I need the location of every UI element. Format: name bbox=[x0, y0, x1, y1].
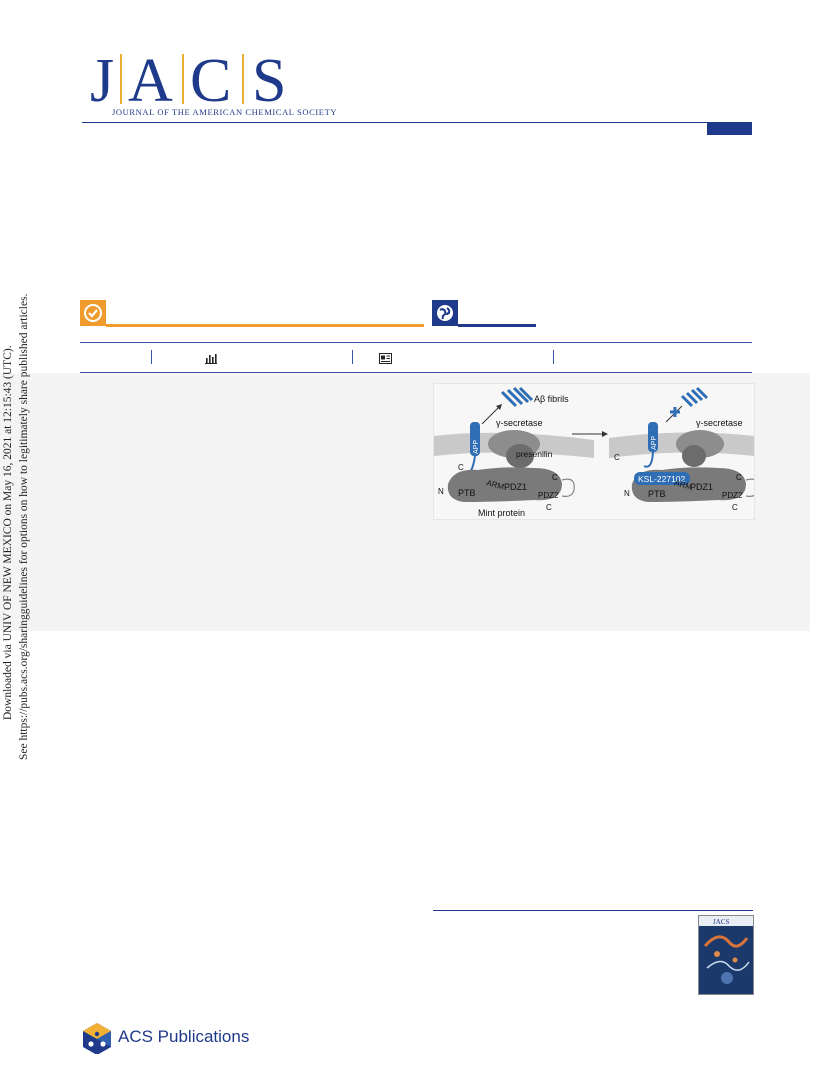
svg-text:C: C bbox=[614, 453, 620, 462]
acs-publications-logo: ACS Publications bbox=[80, 1022, 249, 1056]
secretase-label-left: γ-secretase bbox=[496, 418, 543, 428]
app-left bbox=[470, 422, 480, 456]
app-right bbox=[648, 422, 658, 452]
svg-text:APP: APP bbox=[651, 436, 658, 450]
metrics-separator bbox=[553, 350, 554, 364]
svg-text:C: C bbox=[546, 503, 552, 512]
logo-letter-j: J bbox=[90, 47, 115, 115]
logo-letter-s: S bbox=[252, 47, 287, 115]
svg-text:PDZ1: PDZ1 bbox=[690, 482, 713, 492]
inhibitor-molecule bbox=[634, 472, 690, 485]
checkmark-icon bbox=[84, 304, 102, 322]
secretase-label-right: γ-secretase bbox=[696, 418, 743, 428]
svg-text:C: C bbox=[458, 463, 464, 472]
open-access-badge bbox=[80, 300, 106, 326]
svg-text:PDZ2: PDZ2 bbox=[722, 491, 743, 500]
acs-hexagon-icon bbox=[83, 1023, 111, 1055]
bar-chart-icon[interactable] bbox=[205, 351, 217, 369]
cover-title: JACS bbox=[713, 918, 729, 926]
presenilin-label: presenilin bbox=[516, 449, 553, 459]
footer-rule bbox=[433, 910, 753, 911]
toc-graphic: Aβ fibrils γ-secretase presenilin APP C … bbox=[433, 383, 759, 520]
header-rule bbox=[82, 122, 752, 123]
logo-subtitle: JOURNAL OF THE AMERICAN CHEMICAL SOCIETY bbox=[112, 107, 338, 117]
logo-letter-a: A bbox=[128, 47, 173, 115]
journal-cover-thumbnail[interactable]: JACS bbox=[698, 915, 754, 995]
logo-letter-c: C bbox=[190, 47, 232, 115]
globe-badge bbox=[432, 300, 458, 326]
download-notice: Downloaded via UNIV OF NEW MEXICO on May… bbox=[0, 294, 40, 770]
svg-text:APP: APP bbox=[473, 440, 480, 454]
svg-text:KSL-227102: KSL-227102 bbox=[638, 474, 686, 484]
svg-text:PTB: PTB bbox=[648, 489, 666, 499]
blocked-cross-icon bbox=[670, 407, 680, 417]
badge-rule-orange bbox=[106, 324, 424, 327]
download-notice-line1: Downloaded via UNIV OF NEW MEXICO on May… bbox=[2, 345, 14, 720]
mint-protein-label: Mint protein bbox=[478, 508, 525, 518]
logo-divider bbox=[182, 54, 184, 104]
fibrils-label: Aβ fibrils bbox=[534, 394, 569, 404]
mint-protein-left bbox=[447, 467, 562, 502]
header-tab-marker bbox=[707, 123, 752, 135]
fibrils-right bbox=[680, 386, 709, 408]
article-icon[interactable] bbox=[379, 351, 392, 369]
metrics-bar-top-rule bbox=[80, 342, 752, 343]
logo-divider bbox=[120, 54, 122, 104]
svg-text:PDZ2: PDZ2 bbox=[538, 491, 559, 500]
download-notice-line2: See https://pubs.acs.org/sharingguidelin… bbox=[18, 293, 30, 760]
metrics-separator bbox=[352, 350, 353, 364]
svg-text:PTB: PTB bbox=[458, 488, 476, 498]
publisher-name: ACS Publications bbox=[118, 1027, 250, 1046]
svg-text:PDZ1: PDZ1 bbox=[504, 482, 527, 492]
badge-rule-blue bbox=[458, 324, 536, 327]
svg-text:C: C bbox=[736, 473, 742, 482]
svg-text:C: C bbox=[732, 503, 738, 512]
globe-icon bbox=[437, 305, 453, 321]
svg-text:N: N bbox=[624, 489, 630, 498]
metrics-separator bbox=[151, 350, 152, 364]
svg-text:N: N bbox=[438, 487, 444, 496]
logo-divider bbox=[242, 54, 244, 104]
metrics-bar-bottom-rule bbox=[80, 372, 752, 373]
fibrils-left bbox=[500, 386, 534, 408]
svg-text:C: C bbox=[552, 473, 558, 482]
